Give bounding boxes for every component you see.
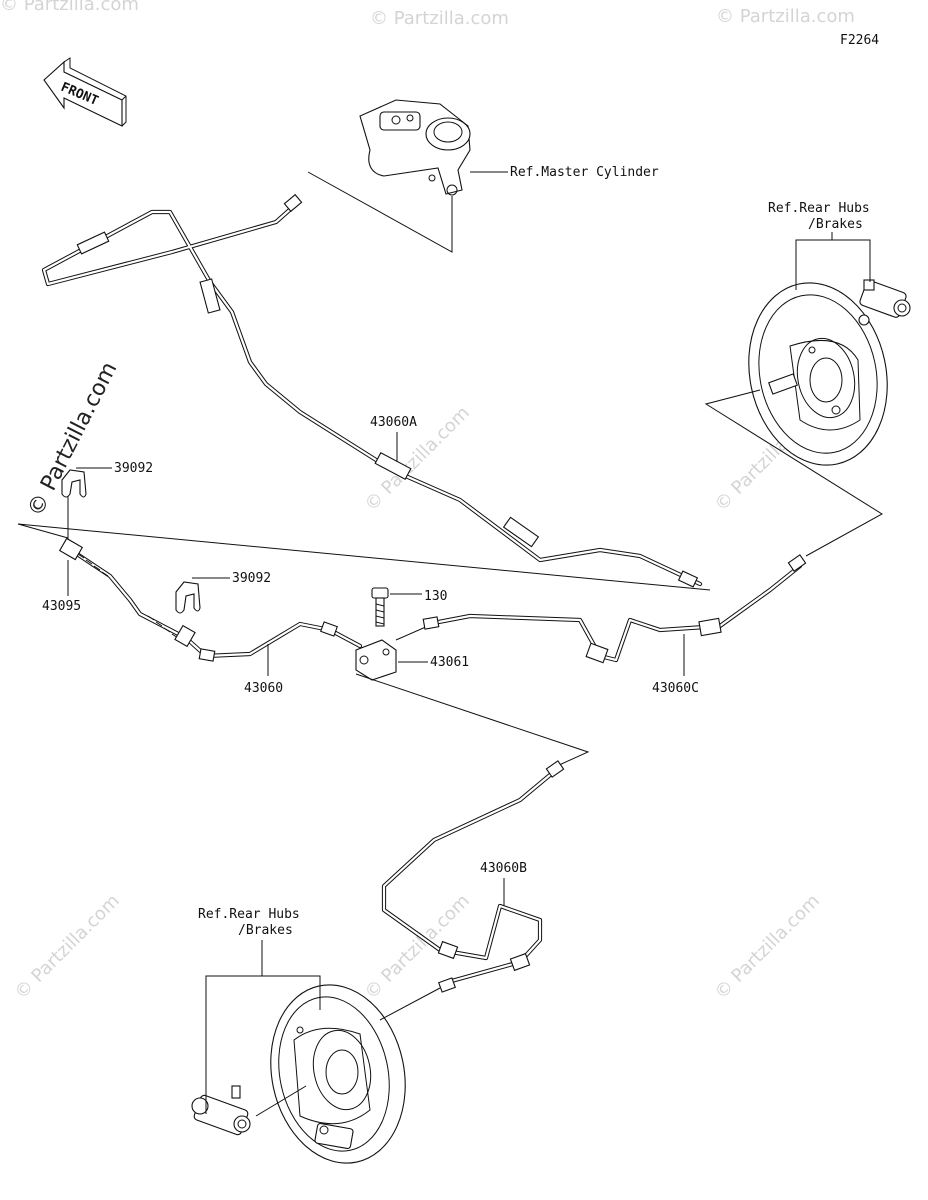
reference-line (395, 625, 429, 641)
brake-hose-43095 (58, 537, 209, 659)
brake-pipe-43060c (422, 554, 807, 664)
bolt-130-icon (371, 587, 389, 627)
figure-code: F2264 (840, 33, 879, 48)
label-part-43060: 43060 (244, 681, 283, 696)
reference-line (307, 171, 453, 253)
label-rear-hubs-ref-left-1: Ref.Rear Hubs (198, 907, 300, 922)
label-part-43060a: 43060A (370, 415, 417, 430)
reference-line (17, 523, 711, 591)
brake-pipe-43060b (381, 760, 565, 993)
label-rear-hubs-ref-left-2: /Brakes (238, 923, 293, 938)
label-rear-hubs-ref-right-1: Ref.Rear Hubs (768, 201, 870, 216)
master-cylinder-icon (359, 99, 471, 196)
reference-line (355, 673, 590, 771)
label-master-cylinder-ref: Ref.Master Cylinder (510, 165, 659, 180)
label-part-43061: 43061 (430, 655, 469, 670)
label-part-43060b: 43060B (480, 861, 527, 876)
pipe-clip-39092-top-icon (61, 469, 87, 498)
label-part-43095: 43095 (42, 599, 81, 614)
reference-line (255, 1085, 307, 1117)
wheel-cylinder-right-icon (858, 279, 911, 326)
wheel-cylinder-left-icon (191, 1085, 251, 1136)
label-part-39092-top: 39092 (114, 461, 153, 476)
leader-bracket (205, 975, 321, 1114)
label-rear-hubs-ref-right-2: /Brakes (808, 217, 863, 232)
reference-line (379, 987, 441, 1021)
watermark-text: © Partzilla.com (11, 890, 124, 1003)
label-part-43060c: 43060C (652, 681, 699, 696)
pipe-clip-39092-mid-icon (175, 581, 201, 614)
reference-line (704, 389, 883, 557)
brake-pipe-43060 (198, 621, 363, 662)
front-arrow-icon: FRONT (43, 57, 127, 127)
leader-bracket (795, 239, 871, 290)
watermark-text-main: © Partzilla.com (23, 358, 122, 521)
watermark-text: © Partzilla.com (711, 890, 824, 1003)
watermark-text: © Partzilla.com (370, 8, 509, 29)
rear-brake-drum-right-icon (748, 282, 888, 466)
watermark-text: © Partzilla.com (0, 0, 139, 15)
label-part-130: 130 (424, 589, 447, 604)
brake-joint-43061-icon (355, 639, 397, 681)
brake-pipe-43060a (41, 193, 703, 588)
watermark-text: © Partzilla.com (716, 6, 855, 27)
label-part-39092-mid: 39092 (232, 571, 271, 586)
rear-brake-drum-left-icon (270, 984, 406, 1164)
